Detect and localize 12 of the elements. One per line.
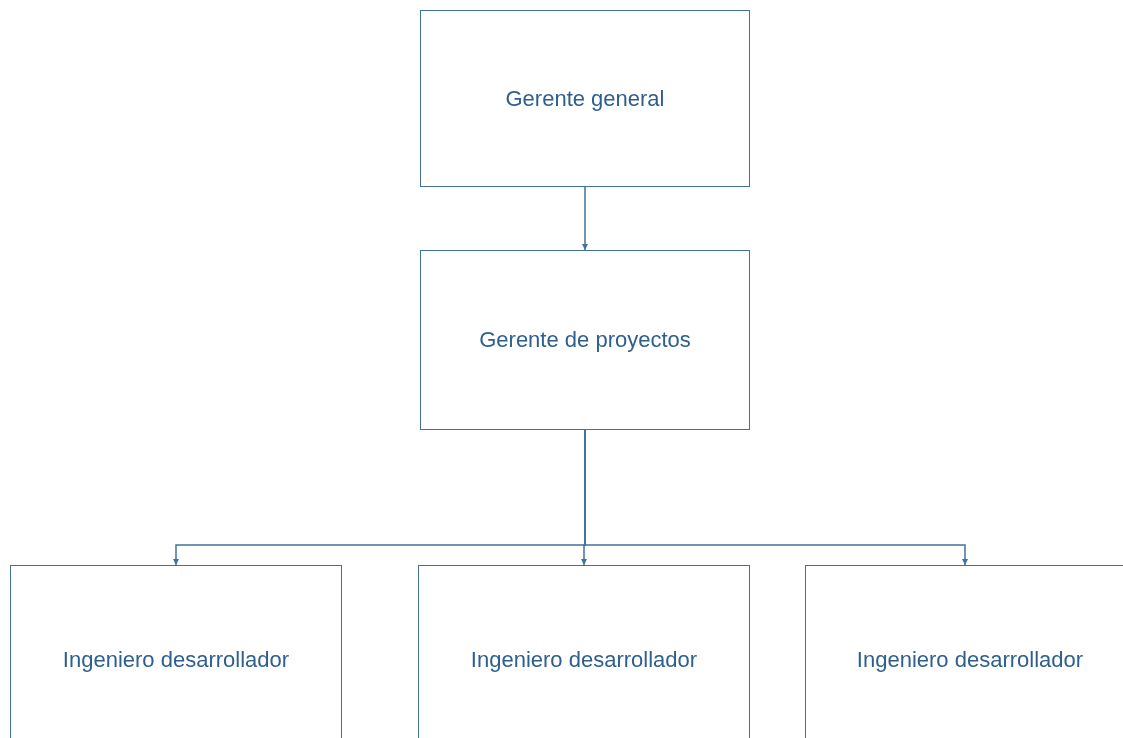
- role-box: [418, 565, 750, 738]
- role-box: [805, 565, 1123, 738]
- role-box: [420, 250, 750, 430]
- role-box: [420, 10, 750, 187]
- role-title: Ingeniero desarrollador: [856, 647, 1084, 673]
- connector-arrow: [584, 429, 968, 566]
- role-title: Gerente de proyectos: [479, 327, 691, 353]
- role-title: Ingeniero desarrollador: [62, 647, 290, 673]
- connector-arrow: [582, 186, 588, 251]
- role-title: Ingeniero desarrollador: [470, 647, 698, 673]
- role-box: [10, 565, 342, 738]
- role-title: Gerente general: [505, 85, 665, 112]
